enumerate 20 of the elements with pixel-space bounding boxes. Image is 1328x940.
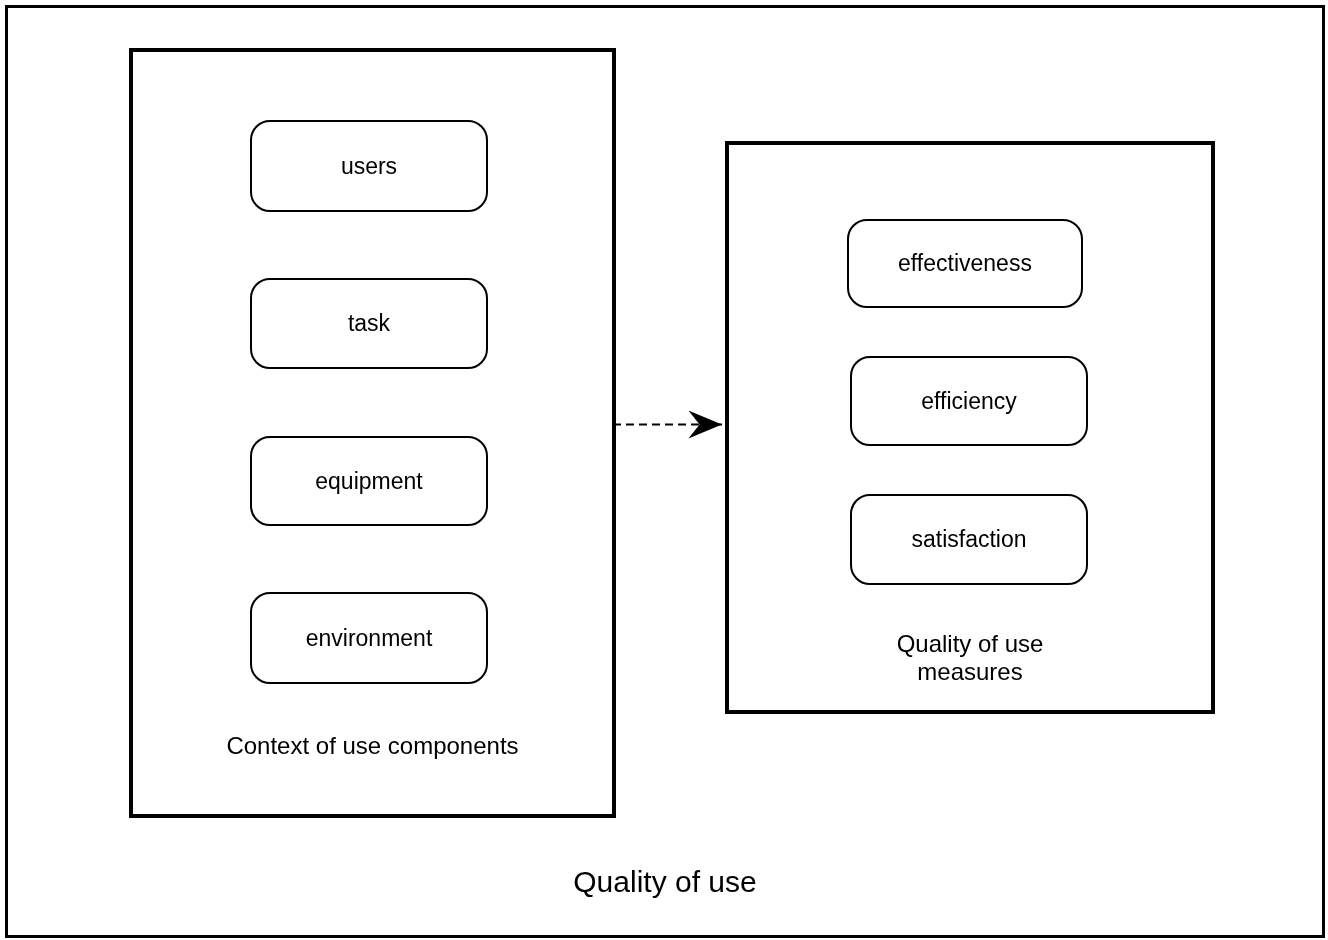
item-label: environment (305, 624, 433, 652)
item-label: efficiency (921, 387, 1017, 415)
rounded-box (847, 219, 1083, 308)
rounded-box (250, 592, 488, 684)
rounded-box (850, 356, 1088, 446)
box-label: Quality of use (572, 865, 758, 899)
box-label: Context of use components (225, 732, 520, 760)
rounded-box (250, 278, 488, 369)
item-label: effectiveness (898, 250, 1032, 277)
item-label: equipment (315, 467, 423, 495)
rounded-box (250, 436, 488, 526)
container-box (5, 5, 1325, 938)
rounded-box (250, 120, 488, 212)
box-label: Quality of use measures (895, 630, 1045, 686)
item-label: satisfaction (911, 526, 1027, 553)
item-label: users (340, 152, 398, 180)
item-label: task (347, 310, 391, 337)
container-box (725, 141, 1215, 714)
container-box (129, 48, 616, 818)
rounded-box (850, 494, 1088, 585)
